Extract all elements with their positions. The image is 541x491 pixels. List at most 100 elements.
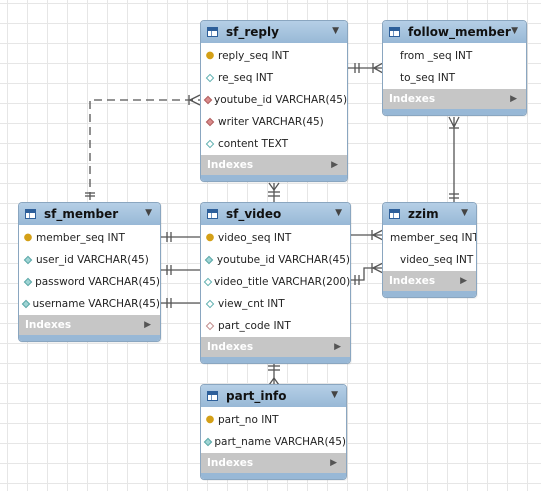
collapse-arrow-icon[interactable]: ▼ — [331, 390, 338, 400]
expand-arrow-icon[interactable]: ▶ — [330, 458, 337, 468]
column-label: to_seq INT — [400, 72, 456, 84]
table-icon — [389, 209, 400, 219]
column-icon-slot — [23, 277, 32, 287]
table-column[interactable]: view_cnt INT — [201, 293, 350, 315]
table-column[interactable]: ●video_seq INT — [201, 227, 350, 249]
table-column[interactable]: username VARCHAR(45) — [19, 293, 160, 315]
table-name: zzim — [408, 207, 439, 221]
column-label: from _seq INT — [400, 50, 473, 62]
many-mark — [189, 94, 201, 106]
nullable-diamond-icon — [205, 321, 215, 331]
column-icon-slot — [205, 139, 215, 149]
column-diamond-icon — [23, 277, 32, 287]
column-icon-slot: ● — [205, 415, 215, 425]
indexes-bar[interactable]: Indexes▶ — [19, 315, 160, 335]
table-column[interactable]: password VARCHAR(45) — [19, 271, 160, 293]
column-icon-slot — [205, 73, 215, 83]
column-diamond-icon — [205, 139, 215, 149]
table-sf-member[interactable]: sf_member ▼ ●member_seq INT user_id VARCHAR… — [18, 202, 161, 342]
foreign-key-icon — [205, 117, 215, 127]
table-header[interactable]: part_info▼ — [201, 385, 346, 407]
column-list: ●member_seq INT user_id VARCHAR(45) passwo… — [19, 225, 160, 315]
table-column[interactable]: youtube_id VARCHAR(45) — [201, 249, 350, 271]
collapse-arrow-icon[interactable]: ▼ — [335, 208, 342, 218]
indexes-label: Indexes — [207, 341, 254, 353]
table-column[interactable]: re_seq INT — [201, 67, 347, 89]
table-header[interactable]: sf_video▼ — [201, 203, 350, 225]
column-label: part_code INT — [218, 320, 291, 332]
table-header[interactable]: follow_member▼ — [383, 21, 526, 43]
column-icon-slot: ● — [205, 51, 215, 61]
indexes-bar[interactable]: Indexes▶ — [383, 271, 476, 291]
indexes-bar[interactable]: Indexes▶ — [201, 155, 347, 175]
table-footer — [383, 109, 526, 115]
table-column[interactable]: youtube_id VARCHAR(45) — [201, 89, 347, 111]
table-column[interactable]: member_seq INT — [383, 227, 476, 249]
column-icon-slot: ● — [205, 233, 215, 243]
table-header[interactable]: zzim ▼ — [383, 203, 476, 225]
table-footer — [201, 175, 347, 181]
table-icon — [25, 209, 36, 219]
collapse-arrow-icon[interactable]: ▼ — [145, 208, 152, 218]
expand-arrow-icon[interactable]: ▶ — [144, 320, 151, 330]
expand-arrow-icon[interactable]: ▶ — [460, 276, 467, 286]
table-column[interactable]: user_id VARCHAR(45) — [19, 249, 160, 271]
table-name: sf_member — [44, 207, 119, 221]
table-part-info[interactable]: part_info▼●part_no INT part_name VARCHAR(… — [200, 384, 347, 480]
column-label: password VARCHAR(45) — [35, 276, 160, 288]
table-icon — [207, 209, 218, 219]
table-column[interactable]: video_title VARCHAR(200) — [201, 271, 350, 293]
table-header[interactable]: sf_member ▼ — [19, 203, 160, 225]
column-label: part_name VARCHAR(45) — [214, 436, 346, 448]
collapse-arrow-icon[interactable]: ▼ — [511, 26, 518, 36]
column-label: writer VARCHAR(45) — [218, 116, 324, 128]
table-column[interactable]: writer VARCHAR(45) — [201, 111, 347, 133]
table-column[interactable]: to_seq INT — [383, 67, 526, 89]
table-footer — [201, 357, 350, 363]
column-list: ●video_seq INT youtube_id VARCHAR(45) vide… — [201, 225, 350, 337]
table-header[interactable]: sf_reply▼ — [201, 21, 347, 43]
table-icon — [207, 391, 218, 401]
column-icon-slot — [205, 321, 215, 331]
indexes-bar[interactable]: Indexes ▶ — [201, 453, 346, 473]
column-icon-slot — [205, 255, 214, 265]
column-label: video_seq INT — [218, 232, 292, 244]
table-follow-member[interactable]: follow_member▼from _seq INT to_seq INT Ind… — [382, 20, 527, 116]
table-column[interactable]: ●reply_seq INT — [201, 45, 347, 67]
indexes-bar[interactable]: Indexes ▶ — [383, 89, 526, 109]
expand-arrow-icon[interactable]: ▶ — [331, 160, 338, 170]
column-icon-slot — [205, 299, 215, 309]
expand-arrow-icon[interactable]: ▶ — [334, 342, 341, 352]
table-column[interactable]: video_seq INT — [383, 249, 476, 271]
table-column[interactable]: part_code INT — [201, 315, 350, 337]
column-diamond-icon — [205, 255, 214, 265]
indexes-bar[interactable]: Indexes ▶ — [201, 337, 350, 357]
expand-arrow-icon[interactable]: ▶ — [510, 94, 517, 104]
column-icon-slot — [21, 299, 31, 309]
column-diamond-icon — [203, 437, 213, 447]
column-diamond-icon — [205, 73, 215, 83]
table-column[interactable]: content TEXT — [201, 133, 347, 155]
primary-key-icon: ● — [205, 50, 215, 61]
collapse-arrow-icon[interactable]: ▼ — [332, 26, 339, 36]
table-icon — [207, 27, 218, 37]
table-column[interactable]: from _seq INT — [383, 45, 526, 67]
column-label: youtube_id VARCHAR(45) — [216, 254, 350, 266]
table-column[interactable]: ●part_no INT — [201, 409, 346, 431]
column-list: ●part_no INT part_name VARCHAR(45) — [201, 407, 346, 453]
table-footer — [383, 291, 476, 297]
column-diamond-icon — [23, 255, 33, 265]
indexes-label: Indexes — [207, 457, 254, 469]
table-column[interactable]: ●member_seq INT — [19, 227, 160, 249]
indexes-label: Indexes — [389, 93, 436, 105]
primary-key-icon: ● — [23, 232, 33, 243]
collapse-arrow-icon[interactable]: ▼ — [461, 208, 468, 218]
column-icon-slot — [203, 437, 213, 447]
table-column[interactable]: part_name VARCHAR(45) — [201, 431, 346, 453]
column-label: user_id VARCHAR(45) — [36, 254, 149, 266]
